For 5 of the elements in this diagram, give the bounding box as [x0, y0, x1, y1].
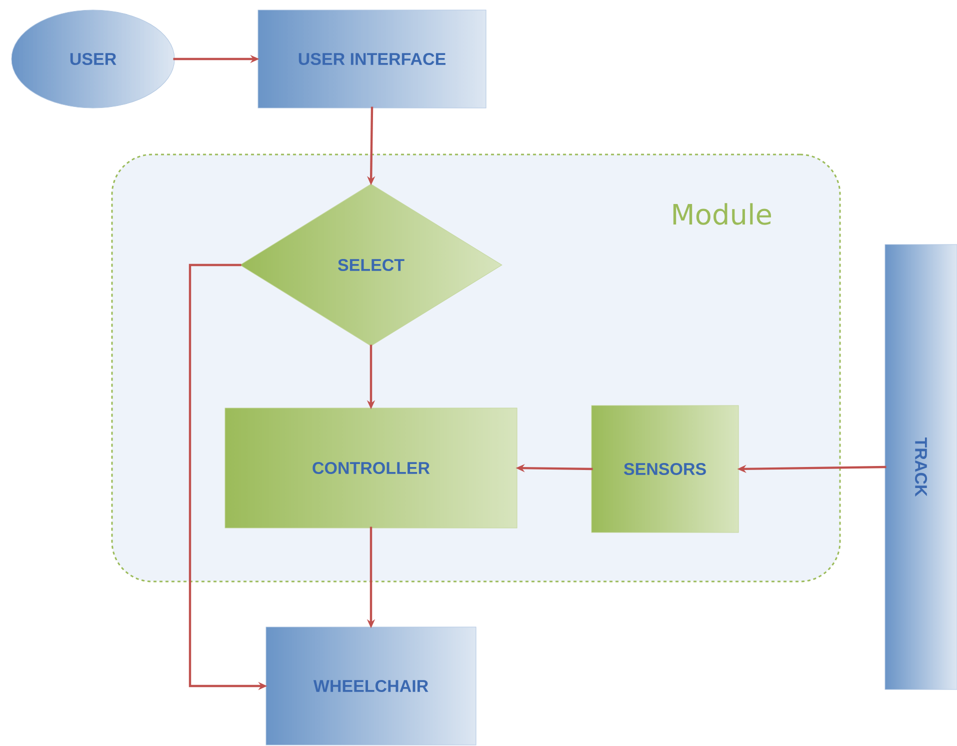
track-bar: TRACK — [884, 244, 957, 690]
process-box: SENSORS — [591, 405, 739, 533]
process-box: WHEELCHAIR — [266, 626, 476, 746]
process-box: USER INTERFACE — [258, 10, 486, 108]
process-box: CONTROLLER — [224, 408, 518, 528]
